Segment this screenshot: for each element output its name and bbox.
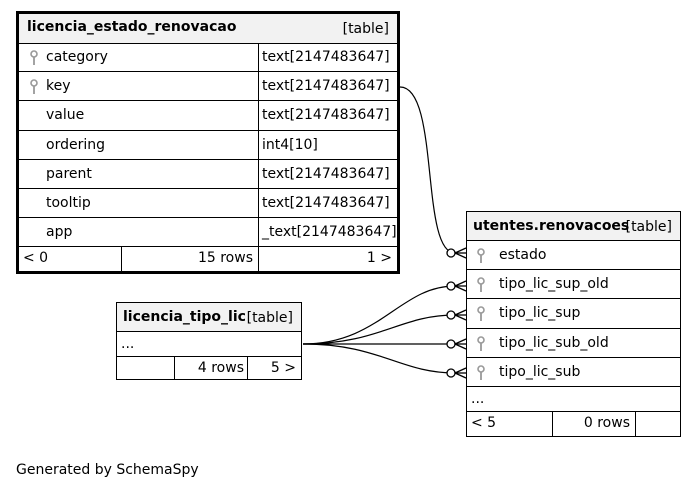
table-row[interactable]: tipo_lic_sub [467,358,680,387]
column-name: tipo_lic_sup [499,305,581,322]
divider [174,357,175,379]
divider [121,247,122,271]
table-row[interactable]: estado [467,241,680,271]
footer-right: 5 > [270,360,296,376]
generated-by-text: Generated by SchemaSpy [16,462,199,478]
column-name: estado [499,247,547,263]
table-header: licencia_tipo_lic [table] [117,303,301,332]
table-kind: [table] [625,219,672,235]
column-type: text[2147483647] [262,78,390,95]
edge-tipo-lic-sup-old [302,285,456,345]
table-row[interactable]: parent text[2147483647] [19,159,397,189]
table-row[interactable]: category text[2147483647] [19,43,397,73]
column-name: key [46,78,71,95]
ellipsis: ... [471,391,485,407]
divider [552,412,553,436]
table-row[interactable]: tooltip text[2147483647] [19,189,397,219]
column-type: int4[10] [262,136,318,153]
divider [258,189,259,218]
column-type: text[2147483647] [262,107,390,124]
divider [258,159,259,188]
table-row[interactable]: key text[2147483647] [19,72,397,102]
table-name: licencia_estado_renovacao [27,19,237,35]
divider [258,130,259,159]
divider [258,218,259,247]
column-name: tipo_lic_sup_old [499,276,609,293]
column-type: text[2147483647] [262,195,390,211]
key-icon [476,248,486,268]
table-utentes-renovacoes[interactable]: utentes.renovacoes [table] estado tipo_li… [466,211,681,437]
column-name: tipo_lic_sub [499,363,581,380]
column-type: text[2147483647] [262,49,390,65]
key-icon [476,364,486,385]
key-icon [476,306,486,326]
table-row[interactable]: app _text[2147483647] [19,218,397,248]
footer-rows: 4 rows [197,360,244,376]
key-icon [29,79,39,99]
footer-rows: 15 rows [197,250,253,266]
table-name: licencia_tipo_lic [123,309,246,325]
table-licencia-tipo-lic[interactable]: licencia_tipo_lic [table] ... 4 rows 5 > [116,302,302,380]
table-row[interactable]: value text[2147483647] [19,101,397,131]
divider [258,247,259,271]
table-kind: [table] [342,21,389,37]
table-footer: 4 rows 5 > [117,357,301,379]
edge-tipo-lic-sub [302,343,456,374]
footer-rows: 0 rows [583,415,630,431]
divider [635,412,636,436]
table-footer: < 5 0 rows [467,412,680,436]
column-type: _text[2147483647] [262,224,397,241]
edge-estado [399,86,456,254]
crows-foot-marker [446,338,467,350]
divider [247,357,248,379]
table-licencia-estado-renovacao[interactable]: licencia_estado_renovacao [table] catego… [16,11,400,274]
footer-left: < 5 [471,415,497,431]
divider [258,43,259,72]
ellipsis: ... [121,336,135,352]
crows-foot-marker [446,247,467,259]
column-name: parent [46,165,92,182]
column-type: text[2147483647] [262,165,390,182]
crows-foot-marker [446,367,467,379]
key-icon [29,50,39,70]
edge-tipo-lic-sup [302,314,456,345]
crows-foot-marker [446,280,467,292]
table-footer: < 0 15 rows 1 > [19,247,397,271]
ellipsis-row: ... [117,332,301,357]
column-name: app [46,224,73,241]
footer-left: < 0 [23,250,49,266]
table-header: utentes.renovacoes [table] [467,212,680,241]
table-row[interactable]: tipo_lic_sup [467,299,680,329]
column-name: ordering [46,136,105,153]
key-icon [476,277,486,297]
key-icon [476,335,486,356]
column-name: tipo_lic_sub_old [499,334,609,351]
column-name: category [46,49,108,65]
divider [258,101,259,130]
divider [258,72,259,101]
table-row[interactable]: tipo_lic_sub_old [467,329,680,358]
column-name: value [46,107,85,124]
table-name: utentes.renovacoes [473,218,630,234]
table-header: licencia_estado_renovacao [table] [19,14,397,44]
table-row[interactable]: ordering int4[10] [19,130,397,160]
footer-right: 1 > [366,250,392,266]
table-kind: [table] [246,310,293,326]
table-row[interactable]: tipo_lic_sup_old [467,270,680,300]
column-name: tooltip [46,195,91,211]
crows-foot-marker [446,309,467,321]
ellipsis-row: ... [467,387,680,412]
